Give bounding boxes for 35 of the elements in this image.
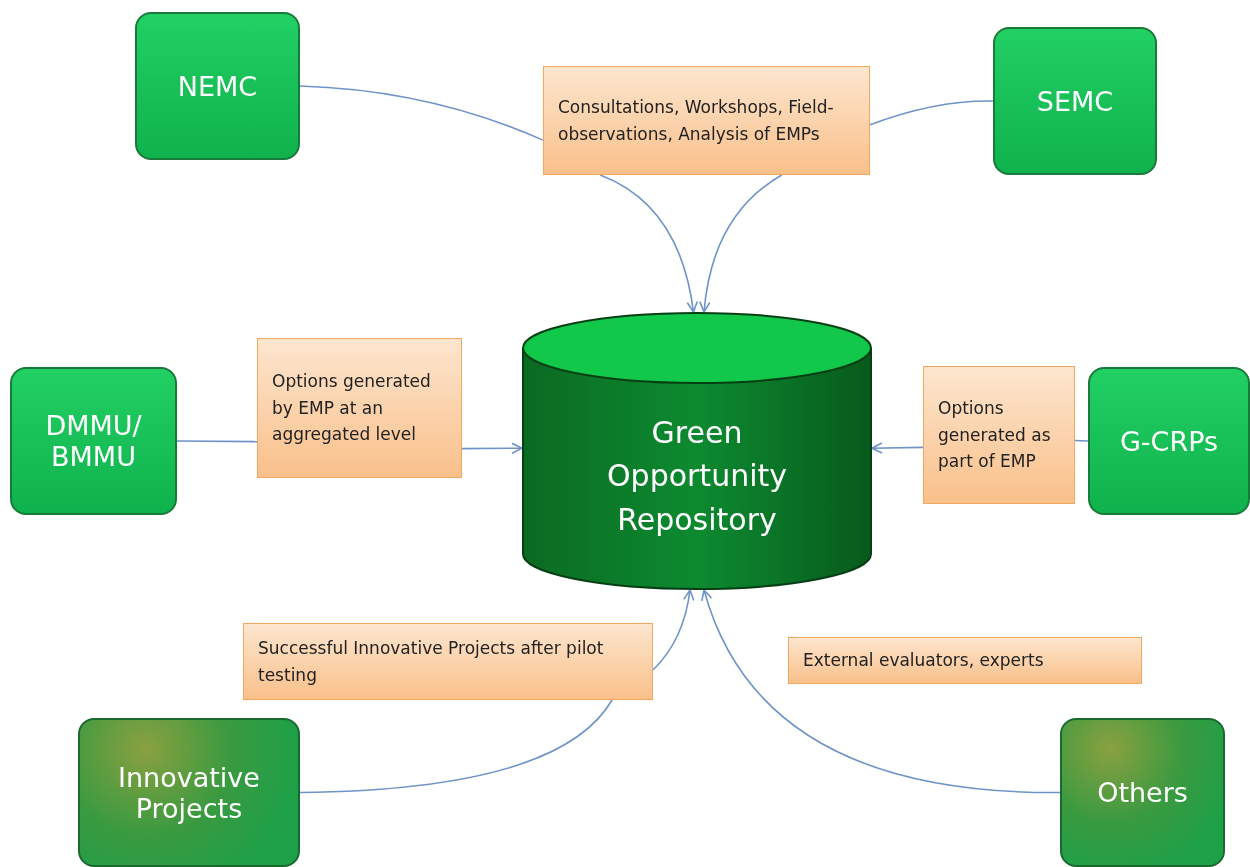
- note-box: [243, 623, 653, 700]
- arrow: [652, 589, 695, 671]
- repository-cylinder: [522, 312, 872, 590]
- note-text: Options generated by EMP at an aggregated level: [272, 370, 432, 447]
- process-box: [993, 27, 1157, 175]
- process-box: [1088, 367, 1250, 515]
- note-text: External evaluators, experts: [803, 649, 1044, 673]
- process-box: [78, 718, 300, 867]
- arrow: [599, 174, 698, 313]
- note-text: Consultations, Workshops, Field-observations, Analysis of EMPs: [558, 96, 835, 146]
- note-box: [788, 637, 1142, 684]
- connector-line: [299, 85, 544, 141]
- process-box: [10, 367, 177, 515]
- connector-line: [869, 100, 994, 126]
- node-label: Green Opportunity Repository: [606, 413, 788, 539]
- process-box: [135, 12, 300, 160]
- process-box: [1060, 718, 1225, 867]
- note-text: Successful Innovative Projects after pilot testing: [258, 637, 605, 687]
- note-box: [543, 66, 870, 175]
- connector-line: [299, 699, 613, 794]
- node-label: DMMU/ BMMU: [44, 410, 143, 472]
- node-label: SEMC: [1036, 85, 1114, 117]
- node-label: NEMC: [177, 70, 258, 102]
- connector-line: [176, 440, 258, 443]
- arrow: [871, 442, 924, 454]
- note-text: Options generated as part of EMP: [938, 397, 1052, 474]
- node-label: G-CRPs: [1119, 425, 1219, 457]
- node-label: Innovative Projects: [117, 761, 261, 824]
- arrow: [461, 442, 523, 455]
- note-box: [923, 366, 1075, 504]
- connector-line: [1074, 439, 1089, 442]
- arrow: [701, 589, 1061, 794]
- node-label: Others: [1097, 777, 1188, 808]
- arrow: [699, 174, 783, 313]
- note-box: [257, 338, 462, 478]
